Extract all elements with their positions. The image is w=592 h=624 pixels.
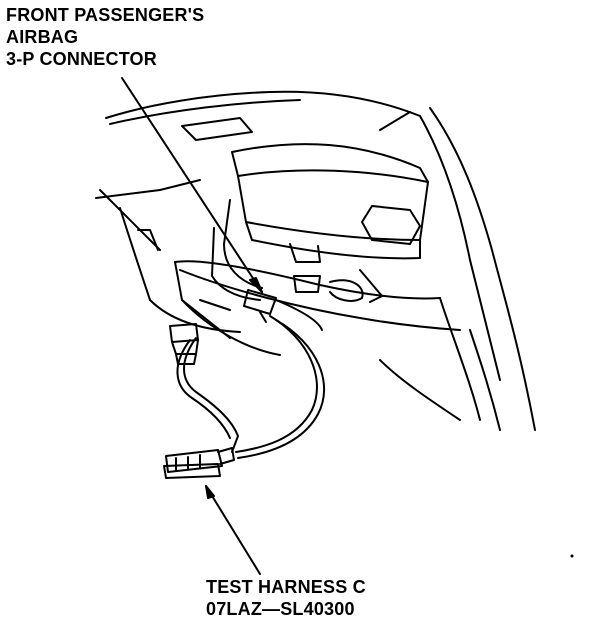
callout-line: AIRBAG: [6, 27, 79, 47]
connector-callout: FRONT PASSENGER'S AIRBAG 3-P CONNECTOR: [6, 4, 204, 70]
harness-side-connector: [169, 323, 199, 365]
stray-dot: [570, 554, 574, 558]
harness-leader-arrow: [205, 485, 261, 575]
glove-box-opening: [174, 260, 501, 431]
airbag-module: [211, 143, 429, 303]
connector-leader-arrow: [121, 77, 263, 293]
callout-line: FRONT PASSENGER'S: [6, 5, 205, 25]
harness-callout: TEST HARNESS C 07LAZ—SL40300: [206, 576, 366, 620]
callout-line: 07LAZ—SL40300: [206, 599, 355, 619]
test-harness-c-connector: [163, 447, 235, 479]
callout-line: 3-P CONNECTOR: [6, 49, 157, 69]
dashboard-outline: [95, 90, 536, 431]
test-harness-cable: [176, 315, 326, 459]
callout-line: TEST HARNESS C: [206, 577, 366, 597]
airbag-3p-connector: [243, 289, 323, 331]
